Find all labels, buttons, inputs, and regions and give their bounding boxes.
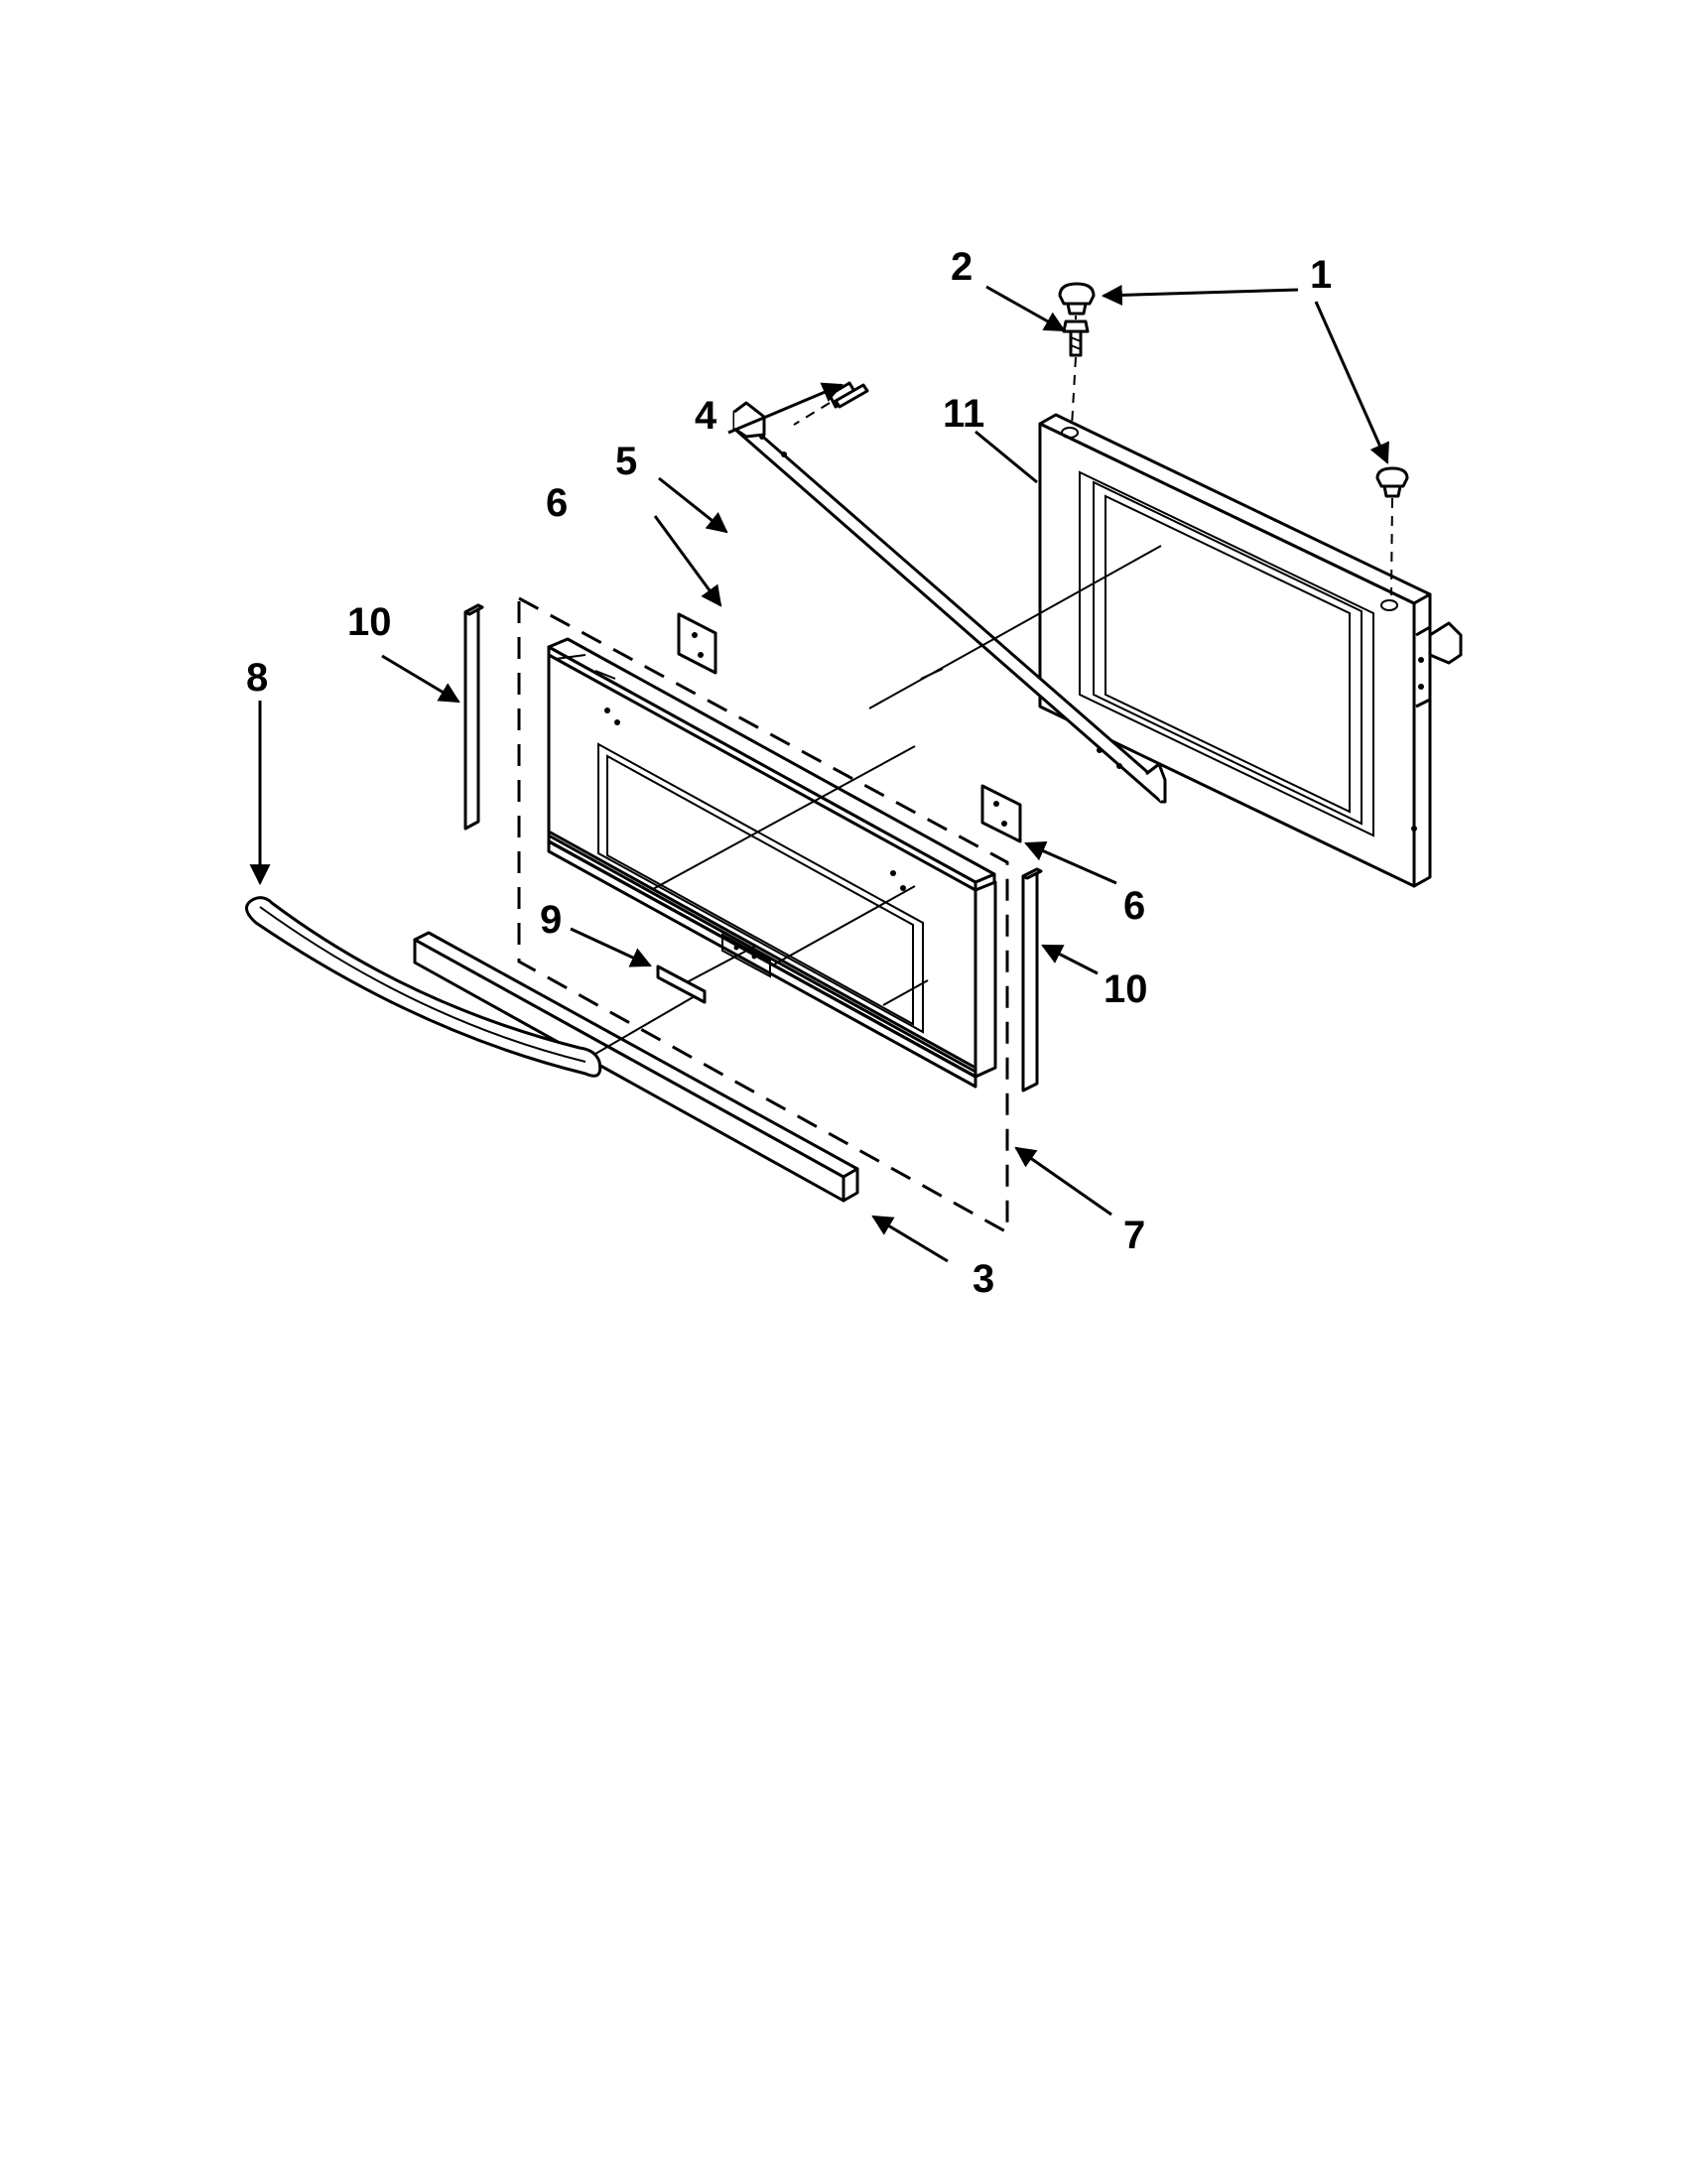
callout-10-left: 10 <box>347 600 392 644</box>
outer-door-panel-body <box>547 839 977 1079</box>
callout-1: 1 <box>1310 253 1332 297</box>
callout-6-upper: 6 <box>546 481 568 525</box>
pad-6a <box>677 612 717 675</box>
inner-door-frame <box>1038 413 1463 888</box>
plug-1a <box>1058 282 1096 316</box>
plug-1b <box>1375 466 1409 498</box>
callout-6-lower: 6 <box>1123 884 1145 928</box>
outer-door-panel <box>547 637 997 1089</box>
hinge-bar-5 <box>732 401 1167 804</box>
callout-8: 8 <box>246 656 268 700</box>
callout-2: 2 <box>951 245 973 289</box>
callout-10-right: 10 <box>1104 967 1148 1011</box>
callout-7: 7 <box>1123 1214 1145 1257</box>
callout-4: 4 <box>695 394 717 438</box>
spacer-9 <box>656 964 707 1004</box>
side-trim-10a <box>463 603 484 831</box>
callout-3: 3 <box>973 1257 994 1301</box>
callout-11: 11 <box>943 392 984 436</box>
callout-9: 9 <box>540 898 562 942</box>
side-trim-10b <box>1021 867 1043 1092</box>
screw-2 <box>1062 320 1090 357</box>
callout-5: 5 <box>615 440 637 483</box>
handle-8 <box>245 896 602 1078</box>
pad-6b <box>980 784 1022 843</box>
bottom-trim-3 <box>413 931 859 1203</box>
